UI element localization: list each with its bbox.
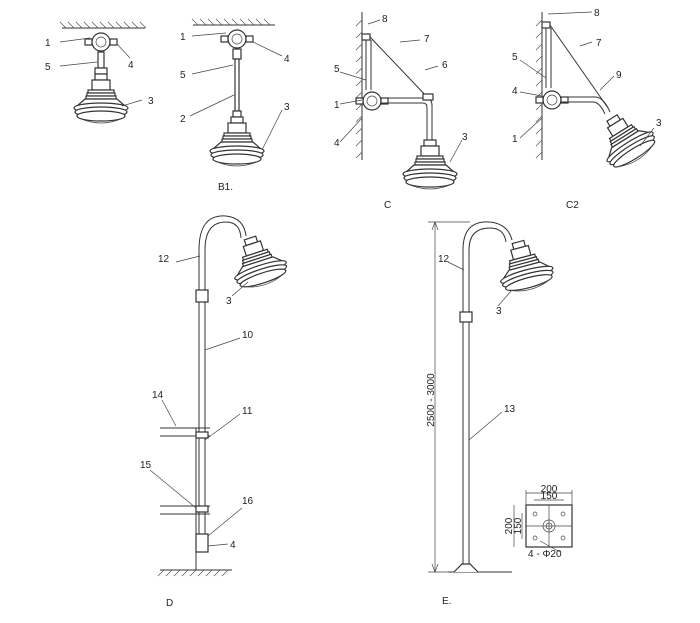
callout-6: 6 xyxy=(442,60,448,71)
callout-13: 13 xyxy=(504,404,516,415)
base-outer-height: 200 xyxy=(504,517,515,534)
base-outer-width: 200 xyxy=(541,484,558,495)
callout-12: 12 xyxy=(438,254,450,265)
caption-b1: B1. xyxy=(218,182,233,193)
callout-16: 16 xyxy=(242,496,254,507)
callout-3: 3 xyxy=(496,306,502,317)
base-holes-label: 4 - Φ20 xyxy=(528,549,562,560)
callout-5: 5 xyxy=(180,70,186,81)
callout-8: 8 xyxy=(594,8,600,19)
figure-ceiling-short: 1 4 5 3 xyxy=(45,21,154,124)
base-inner-height: 150 xyxy=(513,517,524,534)
base-plate-detail: 200 150 200 150 4 - Φ20 xyxy=(504,484,573,560)
callout-5: 5 xyxy=(45,62,51,73)
callout-3: 3 xyxy=(148,96,154,107)
callout-4: 4 xyxy=(334,138,340,149)
callout-7: 7 xyxy=(596,38,602,49)
callout-9: 9 xyxy=(616,70,622,81)
callout-3: 3 xyxy=(284,102,290,113)
callout-1: 1 xyxy=(180,32,186,43)
callout-15: 15 xyxy=(140,460,152,471)
callout-4: 4 xyxy=(128,60,134,71)
callout-4: 4 xyxy=(230,540,236,551)
figure-d-railing-pole: 12 3 10 11 14 15 16 4 D xyxy=(140,215,292,609)
callout-14: 14 xyxy=(152,390,164,401)
callout-8: 8 xyxy=(382,14,388,25)
callout-11: 11 xyxy=(242,406,253,417)
callout-5: 5 xyxy=(334,64,340,75)
caption-d: D xyxy=(166,598,173,609)
caption-c2: C2 xyxy=(566,200,579,211)
base-inner-width: 150 xyxy=(541,491,558,502)
callout-7: 7 xyxy=(424,34,430,45)
callout-1: 1 xyxy=(334,100,340,111)
callout-1: 1 xyxy=(512,134,518,145)
callout-1: 1 xyxy=(45,38,51,49)
callout-2: 2 xyxy=(180,114,186,125)
figure-b1-ceiling-pendant: 1 4 5 2 3 B1. xyxy=(180,18,290,193)
callout-3: 3 xyxy=(462,132,468,143)
callout-12: 12 xyxy=(158,254,170,265)
callout-4: 4 xyxy=(512,86,518,97)
figure-e-free-standing-pole: 2500 - 3000 12 3 13 E. xyxy=(426,221,573,607)
callout-3: 3 xyxy=(656,118,662,129)
callout-5: 5 xyxy=(512,52,518,63)
callout-3: 3 xyxy=(226,296,232,307)
callout-10: 10 xyxy=(242,330,254,341)
caption-e: E. xyxy=(442,596,451,607)
pole-height-dimension: 2500 - 3000 xyxy=(426,373,437,427)
figure-c2-angled-bracket: 8 7 9 5 4 1 3 C2 xyxy=(512,8,662,211)
caption-c: C xyxy=(384,200,391,211)
figure-c-wall-bracket: 8 7 6 5 1 4 3 C xyxy=(334,12,468,211)
callout-4: 4 xyxy=(284,54,290,65)
